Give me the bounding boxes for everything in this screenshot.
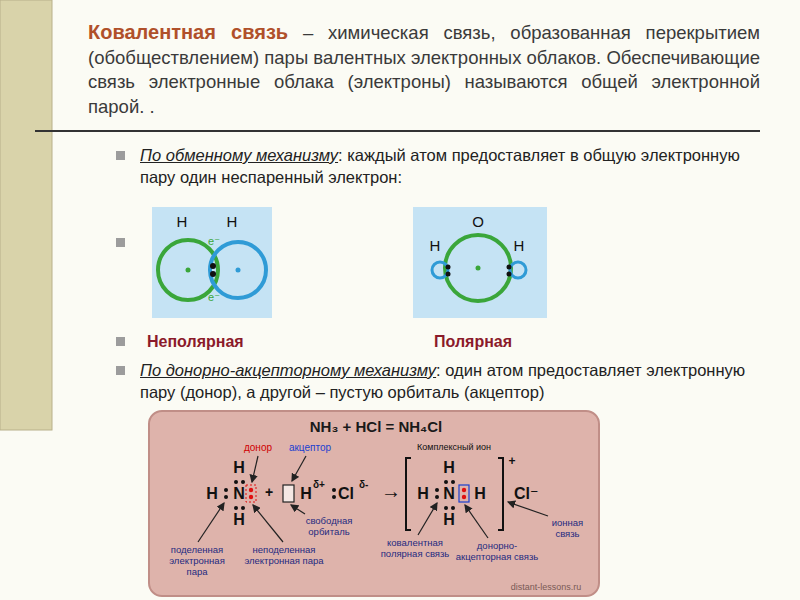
partial-charge: δ- bbox=[359, 479, 373, 491]
watermark: distant-lessons.ru bbox=[498, 582, 594, 592]
divider bbox=[35, 130, 760, 132]
atom: H bbox=[441, 459, 457, 477]
bullets bbox=[116, 151, 125, 375]
h2-molecule bbox=[158, 240, 266, 300]
leader-arrows bbox=[198, 456, 548, 542]
h2o-molecule bbox=[432, 235, 526, 301]
complex-ion-label: Комплексный ион bbox=[408, 442, 500, 452]
title: Ковалентная связь bbox=[88, 21, 288, 43]
atom: Cl bbox=[338, 485, 360, 503]
node-text: e⁻ bbox=[202, 235, 226, 248]
node-text: e⁻ bbox=[202, 291, 226, 304]
ion-bracket bbox=[406, 458, 503, 530]
atom: N bbox=[441, 485, 457, 503]
callout: поделенная электронная пара bbox=[160, 545, 234, 578]
electron-dots bbox=[224, 480, 469, 510]
callout: ионная связь bbox=[540, 518, 595, 540]
atom: H bbox=[231, 459, 247, 477]
mechanism-name: По обменному механизму bbox=[140, 146, 338, 164]
bullet-paragraph: По донорно-акцепторному механизму: один … bbox=[140, 359, 765, 403]
atom: H bbox=[441, 511, 457, 529]
ion-charge: + bbox=[506, 455, 518, 469]
side-strip bbox=[0, 0, 52, 430]
atom: N bbox=[231, 485, 247, 503]
reaction-panel: NH₃ + HCl = NH₄Cl bbox=[148, 410, 600, 597]
callout: неподеленная электронная пара bbox=[244, 545, 324, 567]
atom: H bbox=[204, 485, 220, 503]
mechanism-name: По донорно-акцепторному механизму bbox=[140, 361, 436, 379]
atom: H bbox=[298, 485, 314, 503]
callout: свободная орбиталь bbox=[300, 516, 358, 538]
callout: донорно-акцепторная связь bbox=[455, 541, 539, 563]
node-text: O bbox=[470, 213, 486, 230]
bullet-paragraph: По обменному механизму: каждый атом пред… bbox=[140, 144, 760, 188]
callout: ковалентная полярная связь bbox=[378, 538, 452, 560]
bond-type: Неполярная bbox=[147, 333, 277, 351]
node-text: H bbox=[174, 213, 190, 230]
acceptor-label: акцептор bbox=[281, 442, 339, 454]
node-text: H bbox=[427, 237, 443, 254]
reaction-arrow: → bbox=[378, 480, 404, 503]
heading-paragraph: Ковалентная связь – химическая связь, об… bbox=[88, 20, 760, 119]
atom: H bbox=[472, 485, 488, 503]
ion: Cl⁻ bbox=[514, 485, 546, 503]
node-text: NH₃ + HCl = NH₄Cl bbox=[150, 418, 602, 435]
atom: H bbox=[231, 511, 247, 529]
plus-sign: + bbox=[262, 484, 276, 500]
partial-charge: δ+ bbox=[313, 479, 329, 491]
free-orbital bbox=[283, 485, 294, 502]
node-text: H bbox=[224, 213, 240, 230]
donor-label: донор bbox=[236, 442, 280, 454]
atom: H bbox=[415, 485, 431, 503]
bond-type: Полярная bbox=[434, 333, 534, 351]
node-text: H bbox=[511, 237, 527, 254]
